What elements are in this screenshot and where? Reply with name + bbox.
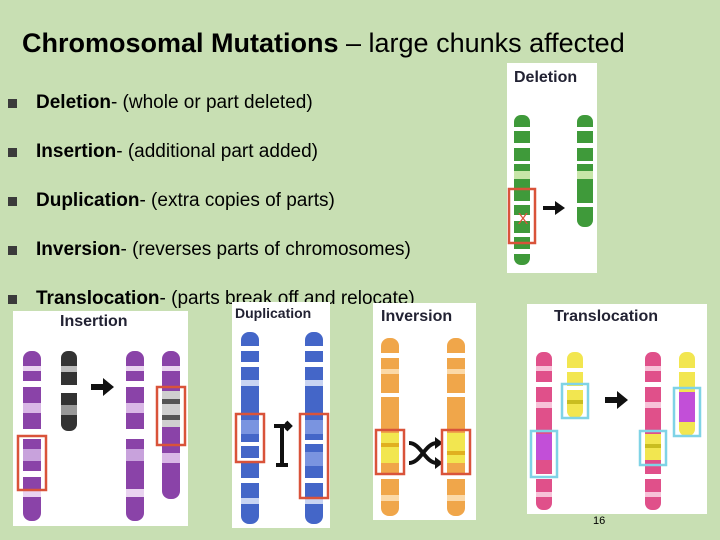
bullet-insertion: Insertion - (additional part added) (8, 127, 415, 176)
bullet-term: Translocation (36, 287, 160, 309)
slide-title-rest: – large chunks affected (338, 28, 625, 58)
deletion-highlight-box (507, 187, 537, 245)
bullet-square-icon (8, 246, 17, 255)
duplication-highlight-left (234, 412, 266, 464)
duplication-figure (234, 332, 330, 524)
arrow-right-icon (605, 391, 628, 409)
duplication-diagram: Duplication (232, 302, 330, 528)
deletion-figure: X (507, 115, 593, 265)
inversion-figure (374, 338, 472, 516)
inversion-diagram: Inversion (373, 303, 476, 520)
translocation-diagram: Translocation (527, 304, 707, 514)
bullet-desc: - (extra copies of parts) (139, 189, 335, 211)
page-number: 16 (593, 515, 606, 527)
insertion-title: Insertion (60, 313, 128, 330)
bullet-square-icon (8, 148, 17, 157)
arrow-right-icon (543, 201, 565, 215)
deletion-mark: X (518, 211, 529, 228)
bullet-desc: - (reverses parts of chromosomes) (120, 238, 411, 260)
insertion-diagram: Insertion (13, 311, 188, 526)
slide-title-bold: Chromosomal Mutations (22, 28, 339, 58)
slide-title: Chromosomal Mutations – large chunks aff… (22, 28, 625, 59)
insertion-highlight-left (16, 434, 48, 492)
chromosome-orange-before (381, 338, 399, 516)
translocation-highlight-yellow-after (672, 386, 702, 438)
translocation-highlight-pink-after (638, 429, 668, 467)
translocation-highlight-pink (529, 429, 559, 479)
inversion-highlight-right (440, 428, 472, 476)
bullet-square-icon (8, 197, 17, 206)
translocation-highlight-yellow (560, 382, 590, 420)
inversion-highlight-left (374, 428, 406, 476)
bullet-term: Insertion (36, 140, 117, 162)
chromosome-blue-after (305, 332, 323, 524)
bullet-term: Duplication (36, 189, 140, 211)
bullet-desc: - (additional part added) (116, 140, 318, 162)
chromosome-blue-before (241, 332, 259, 524)
bullet-duplication: Duplication - (extra copies of parts) (8, 176, 415, 225)
deletion-title: Deletion (514, 69, 578, 86)
translocation-title: Translocation (554, 308, 659, 325)
bullet-list: Deletion - (whole or part deleted) Inser… (8, 78, 415, 323)
deletion-diagram: Deletion X (507, 63, 597, 273)
swap-arrow-icon (274, 420, 293, 467)
bullet-desc: - (whole or part deleted) (110, 91, 313, 113)
bullet-inversion: Inversion - (reverses parts of chromosom… (8, 225, 415, 274)
chromosome-gray (61, 351, 77, 431)
bullet-square-icon (8, 99, 17, 108)
bullet-desc: - (parts break off and relocate) (159, 287, 415, 309)
translocation-figure (529, 352, 702, 510)
chromosome-after (577, 115, 593, 227)
insertion-figure (16, 351, 187, 521)
inversion-title: Inversion (381, 308, 453, 325)
arrow-right-icon (91, 378, 114, 396)
cross-arrows-icon (408, 441, 438, 465)
bullet-term: Inversion (36, 238, 121, 260)
chromosome-gray-after (162, 351, 180, 499)
bullet-square-icon (8, 295, 17, 304)
duplication-title: Duplication (235, 305, 312, 321)
arrow-head-icon (435, 437, 443, 469)
bullet-deletion: Deletion - (whole or part deleted) (8, 78, 415, 127)
insertion-highlight-right (155, 385, 187, 447)
chromosome-purple-after (126, 351, 144, 521)
bullet-term: Deletion (36, 91, 111, 113)
duplication-highlight-right (298, 412, 330, 500)
bullet-translocation: Translocation - (parts break off and rel… (8, 274, 415, 323)
chromosome-yellow-after (679, 352, 695, 436)
chromosome-orange-after (447, 338, 465, 516)
